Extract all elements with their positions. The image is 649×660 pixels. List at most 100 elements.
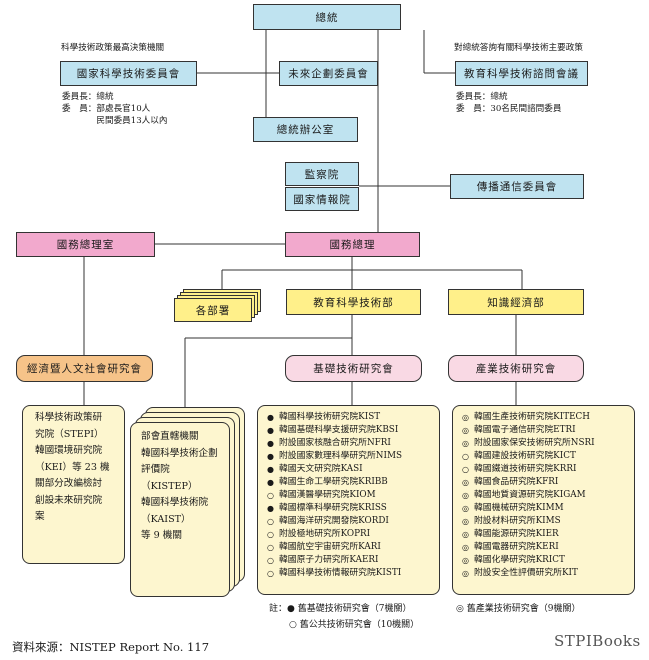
broadcast-label: 傳播通信委員會 bbox=[476, 181, 558, 193]
education-council-box: 教育科學技術諮問會議 bbox=[455, 61, 588, 86]
institute-row: ●韓國生命工學研究院KRIBB bbox=[267, 476, 439, 489]
institute-name: 韓國建設技術研究院KICT bbox=[474, 451, 576, 461]
institute-name: 韓國地質資源研究院KIGAM bbox=[474, 490, 586, 500]
pm-office-box: 國務總理室 bbox=[16, 232, 155, 257]
institute-name: 韓國電器研究院KERI bbox=[474, 542, 559, 552]
institute-name: 附設材料研究所KIMS bbox=[474, 516, 561, 526]
institute-row: ◎韓國化學研究院KRICT bbox=[462, 554, 634, 567]
future-committee-label: 未來企劃委員會 bbox=[288, 68, 369, 80]
education-council-members: 委員長：總統 委 員：30名民間諮問委員 bbox=[456, 92, 562, 114]
ministries-label: 各部署 bbox=[195, 304, 231, 317]
institute-marker: ○ bbox=[462, 465, 469, 474]
institute-marker: ○ bbox=[267, 556, 274, 565]
institute-row: ●韓國科學技術研究院KIST bbox=[267, 411, 439, 424]
institute-marker: ● bbox=[267, 439, 274, 448]
nrcs-institutes-text: 科學技術政策研 究院（STEPI） 韓國環境研究院 （KEI）等 23 機 關部… bbox=[35, 412, 110, 522]
institute-name: 附設安全性評價研究所KIT bbox=[474, 568, 578, 578]
institute-marker: ○ bbox=[267, 517, 274, 526]
nrcs-institutes-panel: 科學技術政策研 究院（STEPI） 韓國環境研究院 （KEI）等 23 機 關部… bbox=[22, 405, 125, 564]
institute-name: 韓國鐵道技術研究院KRRI bbox=[474, 464, 577, 474]
institute-row: ○ 韓國航空宇宙研究所KARI bbox=[267, 541, 439, 554]
industrial-rc-box: 產業技術研究會 bbox=[448, 355, 584, 382]
institute-name: 韓國漢醫學研究院KIOM bbox=[279, 490, 376, 500]
institute-marker: ● bbox=[267, 504, 274, 513]
mest-direct-panel: 部會直轄機關 韓國科學技術企劃 評價院 （KISTEP） 韓國科學技術院 （KA… bbox=[130, 422, 230, 597]
intelligence-box: 國家情報院 bbox=[285, 187, 359, 211]
legend-public: ○ 舊公共技術研究會（10機關） bbox=[289, 620, 420, 630]
institute-marker: ◎ bbox=[462, 426, 469, 435]
ministries-box: 各部署 bbox=[174, 298, 252, 322]
institute-name: 韓國科學技術情報研究院KISTI bbox=[279, 568, 402, 578]
education-council-label: 教育科學技術諮問會議 bbox=[464, 68, 579, 80]
nrcs-label: 經濟暨人文社會研究會 bbox=[27, 363, 142, 375]
institute-name: 韓國標準科學研究院KRISS bbox=[279, 503, 387, 513]
intelligence-label: 國家情報院 bbox=[293, 193, 351, 206]
mest-box: 教育科學技術部 bbox=[286, 289, 421, 315]
institute-name: 韓國天文研究院KASI bbox=[279, 464, 363, 474]
institute-row: ◎ 韓國電子通信研究院ETRI bbox=[462, 424, 634, 437]
institute-name: 附設國家保安技術研究所NSRI bbox=[474, 438, 595, 448]
institute-row: ● 附設國家核融合研究所NFRI bbox=[267, 437, 439, 450]
institute-row: ○韓國原子力研究所KAERI bbox=[267, 554, 439, 567]
institute-name: 附設國家核融合研究所NFRI bbox=[279, 438, 391, 448]
mke-box: 知識經濟部 bbox=[448, 289, 584, 315]
institute-row: ○韓國漢醫學研究院KIOM bbox=[267, 489, 439, 502]
president-label: 總統 bbox=[315, 11, 339, 24]
institute-marker: ◎ bbox=[462, 530, 469, 539]
institute-marker: ● bbox=[267, 465, 274, 474]
institute-row: ◎ 韓國地質資源研究院KIGAM bbox=[462, 489, 634, 502]
institute-row: ● 附設國家數理科學研究所NIMS bbox=[267, 450, 439, 463]
education-council-desc: 對總統答詢有關科學技術主要政策 bbox=[454, 43, 583, 53]
institute-name: 附設極地研究所KOPRI bbox=[279, 529, 371, 539]
institute-marker: ● bbox=[267, 452, 274, 461]
mest-label: 教育科學技術部 bbox=[313, 296, 394, 309]
legend-basic: 註：● 舊基礎技術研究會（7機關） bbox=[269, 604, 412, 614]
nrcs-box: 經濟暨人文社會研究會 bbox=[16, 355, 153, 382]
audit-box: 監察院 bbox=[285, 162, 359, 186]
institute-name: 韓國生產技術研究院KITECH bbox=[474, 412, 590, 422]
institute-row: ○ 韓國鐵道技術研究院KRRI bbox=[462, 463, 634, 476]
institute-row: ◎ 附設材料研究所KIMS bbox=[462, 515, 634, 528]
science-council-desc: 科學技術政策最高決策機關 bbox=[61, 43, 165, 53]
audit-label: 監察院 bbox=[304, 168, 340, 181]
brand-watermark: STPIBooks bbox=[554, 632, 641, 650]
institute-marker: ● bbox=[267, 478, 274, 487]
future-committee-box: 未來企劃委員會 bbox=[279, 61, 378, 86]
science-council-label: 國家科學技術委員會 bbox=[76, 68, 181, 80]
pm-office-label: 國務總理室 bbox=[56, 239, 115, 251]
industrial-institutes-panel: ◎韓國生產技術研究院KITECH◎韓國電子通信研究院ETRI◎附設國家保安技術研… bbox=[452, 405, 635, 595]
institute-marker: ○ bbox=[267, 530, 274, 539]
mke-label: 知識經濟部 bbox=[487, 296, 545, 309]
institute-name: 韓國化學研究院KRICT bbox=[474, 555, 565, 565]
broadcast-box: 傳播通信委員會 bbox=[450, 174, 584, 199]
institute-row: ◎韓國機械研究院KIMM bbox=[462, 502, 634, 515]
science-council-box: 國家科學技術委員會 bbox=[60, 61, 197, 86]
basic-institutes-panel: ●韓國科學技術研究院KIST●韓國基礎科學支援研究院KBSI●附設國家核融合研究… bbox=[257, 405, 440, 595]
institute-row: ○ 附設極地研究所KOPRI bbox=[267, 528, 439, 541]
institute-marker: ◎ bbox=[462, 517, 469, 526]
institute-row: ● 韓國天文研究院KASI bbox=[267, 463, 439, 476]
institute-name: 韓國電子通信研究院ETRI bbox=[474, 425, 576, 435]
institute-row: ○韓國海洋研究開發院KORDI bbox=[267, 515, 439, 528]
institute-name: 韓國基礎科學支援研究院KBSI bbox=[279, 425, 399, 435]
institute-name: 韓國能源研究院KIER bbox=[474, 529, 559, 539]
pm-label: 國務總理 bbox=[329, 239, 376, 251]
institute-name: 韓國航空宇宙研究所KARI bbox=[279, 542, 381, 552]
institute-row: ● 韓國標準科學研究院KRISS bbox=[267, 502, 439, 515]
institute-marker: ◎ bbox=[462, 491, 469, 500]
basic-rc-box: 基礎技術研究會 bbox=[285, 355, 422, 382]
institute-name: 附設國家數理科學研究所NIMS bbox=[279, 451, 402, 461]
institute-row: ○韓國科學技術情報研究院KISTI bbox=[267, 567, 439, 580]
science-council-members: 委員長：總統 委 員：部處長官10人 民間委員13人以內 bbox=[62, 92, 168, 126]
institute-marker: ● bbox=[267, 413, 274, 422]
industrial-rc-label: 產業技術研究會 bbox=[475, 363, 557, 375]
basic-rc-label: 基礎技術研究會 bbox=[313, 363, 394, 375]
institute-row: ◎附設國家保安技術研究所NSRI bbox=[462, 437, 634, 450]
institute-marker: ◎ bbox=[462, 504, 469, 513]
institute-marker: ○ bbox=[267, 543, 274, 552]
source-footer: 資料來源：NISTEP Report No. 117 bbox=[12, 640, 210, 654]
president-box: 總統 bbox=[253, 4, 401, 30]
institute-row: ○韓國建設技術研究院KICT bbox=[462, 450, 634, 463]
basic-institutes-list: ●韓國科學技術研究院KIST●韓國基礎科學支援研究院KBSI●附設國家核融合研究… bbox=[267, 411, 439, 580]
